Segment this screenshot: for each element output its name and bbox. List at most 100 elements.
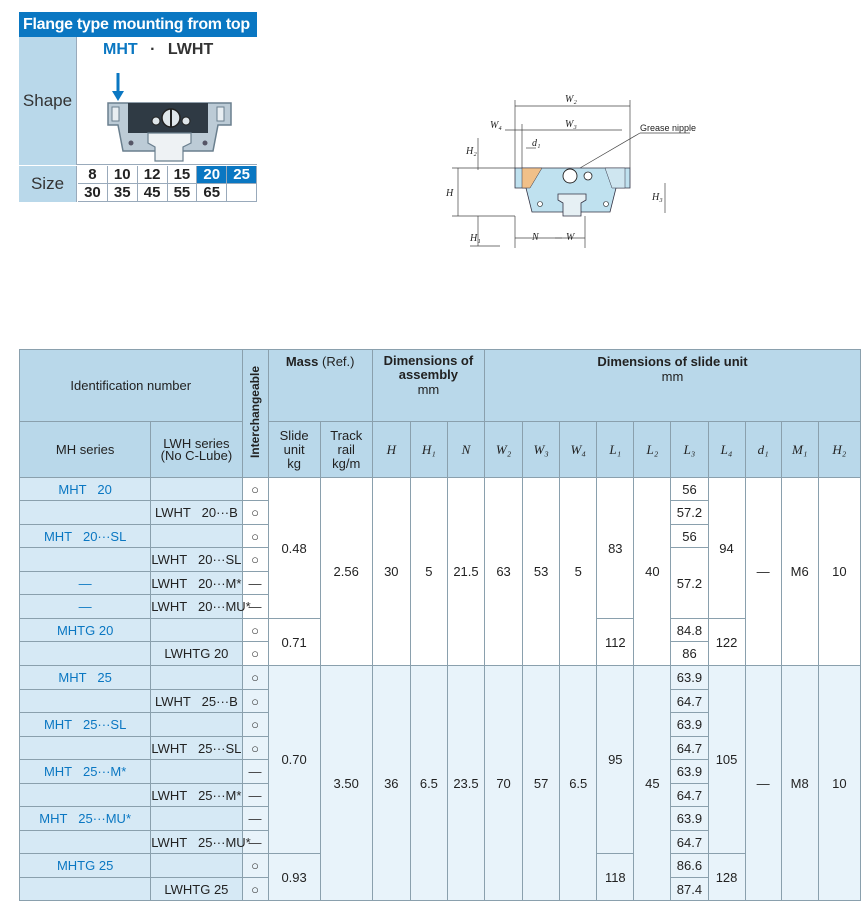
table-row: MHT 25···SL ○ 63.9 [18, 712, 861, 737]
label-w2: W₂ [565, 94, 577, 105]
dim-l4: 94 [707, 477, 746, 619]
mh-id: MHT 25···M* [18, 759, 152, 784]
mh-id: MHTG 20 [18, 618, 152, 642]
dim-m1: M6 [780, 477, 819, 666]
model-secondary: LWHT [167, 41, 214, 58]
slide-unit-mass-l3: kg [287, 455, 301, 471]
dimension-drawing: W₂ W₄ W₃ Grease nipple H₂ d₁ H H₃ H₁ N W [440, 88, 720, 258]
mh-id: MHT 25···MU* [18, 806, 152, 831]
dim-header-h2: H₂ [817, 421, 861, 478]
lwh-id [150, 665, 243, 690]
table-row: LWHTG 25 ○ 87.4 [18, 877, 861, 901]
slide-unit-title: Dimensions of slide unit [597, 354, 748, 369]
interchangeable-mark: — [241, 759, 269, 784]
size-row: Size 8 10 12 15 20 25 30 35 45 55 65 [19, 166, 257, 202]
dim-l3: 86 [670, 641, 709, 666]
lwh-id [150, 759, 243, 784]
size-cell-highlighted: 25 [227, 166, 257, 184]
table-row: LWHT 25···B ○ 64.7 [18, 689, 861, 713]
series-header-box: Flange type mounting from top Shape MHT … [19, 12, 257, 202]
size-label: Size [19, 166, 77, 202]
table-row: LWHT 20···SL ○ 57.2 [18, 547, 861, 619]
lwh-series-note: (No C-Lube) [160, 447, 233, 463]
interchangeable-mark: — [241, 830, 269, 854]
dim-l3: 57.2 [670, 500, 709, 525]
slide-unit-mass-l1: Slide [279, 427, 309, 443]
size-cell: 15 [167, 166, 198, 184]
interchangeable-mark: ○ [241, 500, 269, 525]
table-row: MHT 20···SL ○ 56 [18, 524, 861, 548]
label-grease-nipple: Grease nipple [640, 123, 697, 133]
dim-n: 23.5 [446, 665, 486, 901]
dim-l3: 56 [670, 524, 709, 548]
lwh-id [150, 712, 243, 737]
size-cell [227, 184, 257, 202]
size-cell: 35 [107, 184, 138, 202]
dim-header-l3: L₃ [670, 421, 709, 478]
dim-l3: 87.4 [670, 877, 709, 901]
table-row: MHT 20 ○ 0.48 2.56 30 5 21.5 63 53 5 83 … [18, 477, 861, 666]
label-w4: W₄ [490, 120, 502, 131]
label-n: N [532, 232, 539, 243]
slide-unit-mass-l2: unit [283, 441, 305, 457]
interchangeable-mark: ○ [241, 689, 269, 713]
interchangeable-header: Interchangeable [241, 349, 269, 478]
interchangeable-mark: ○ [241, 665, 269, 690]
mh-id [18, 877, 152, 901]
dim-n: 21.5 [446, 477, 486, 666]
lwh-series-header: LWH series(No C-Lube) [150, 421, 243, 478]
lwh-id: LWHT 25···MU* [150, 830, 251, 854]
dim-d1: — [744, 477, 782, 666]
track-rail-mass: 2.56 [319, 477, 373, 666]
dim-header-l4: L₄ [707, 421, 746, 478]
dim-l3: 57.2 [670, 547, 709, 619]
dim-h: 36 [371, 665, 411, 901]
dim-header-n: N [446, 421, 486, 478]
slide-unit-shape-image [107, 73, 232, 162]
dim-header-d1: d₁ [744, 421, 782, 478]
dim-h2: 10 [817, 665, 861, 901]
size-cell: 55 [167, 184, 198, 202]
dim-header-l2: L₂ [633, 421, 672, 478]
track-rail-mass: 3.50 [319, 665, 373, 901]
lwh-id: LWHTG 25 [150, 877, 243, 901]
dim-d1: — [744, 665, 782, 901]
interchangeable-mark: — [241, 783, 269, 807]
dim-l3: 63.9 [670, 759, 709, 784]
slide-unit-mass: 0.48 [267, 477, 321, 619]
lwh-id: LWHT 20···M* [150, 571, 243, 595]
assembly-unit: mm [417, 382, 440, 397]
lwh-id: LWHT 25···B [150, 689, 243, 713]
dim-header-w3: W₃ [522, 421, 561, 478]
size-cell: 65 [197, 184, 228, 202]
mh-id [18, 547, 152, 572]
mh-id [18, 830, 152, 854]
lwh-id [150, 477, 243, 501]
size-grid: 8 10 12 15 20 25 30 35 45 55 65 [78, 166, 257, 202]
dim-h2: 10 [817, 477, 861, 666]
mh-id: MHT 20 [18, 477, 152, 501]
dim-w3: 57 [522, 665, 561, 901]
dim-l3: 64.7 [670, 736, 709, 760]
dim-l4: 105 [707, 665, 746, 854]
lwh-id: LWHT 25···M* [150, 783, 243, 807]
track-rail-l1: Track [330, 427, 363, 443]
interchangeable-mark: ○ [241, 877, 269, 901]
mh-id [18, 641, 152, 666]
dim-l3: 86.6 [670, 853, 709, 878]
size-cell: 8 [78, 166, 108, 184]
table-row: MHTG 20 ○ 0.71 112 84.8 122 [18, 618, 861, 666]
mass-label: Mass [285, 354, 319, 369]
lwh-id: LWHT 25···SL [150, 736, 243, 760]
lwh-id: LWHTG 20 [150, 641, 243, 666]
interchangeable-mark: ○ [241, 736, 269, 760]
dim-l3: 64.7 [670, 689, 709, 713]
interchangeable-mark: ○ [241, 641, 269, 666]
dim-w4: 5 [559, 477, 598, 666]
interchangeable-mark: ○ [241, 547, 269, 572]
table-row: LWHT 20···B ○ 57.2 [18, 500, 861, 525]
